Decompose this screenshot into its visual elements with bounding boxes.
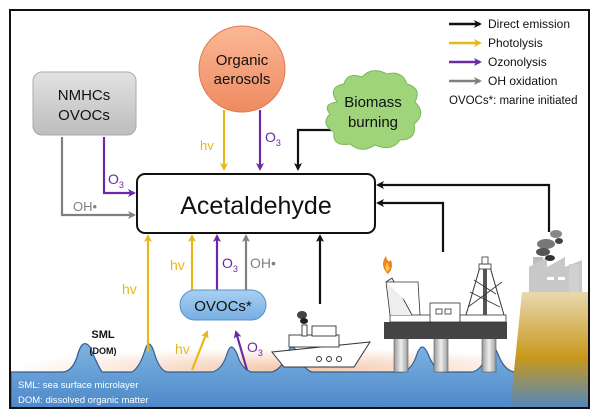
land: [510, 292, 588, 407]
legend-label: Photolysis: [488, 36, 543, 50]
organic-aerosols-node: Organic aerosols: [198, 25, 286, 113]
o3-label: O3: [108, 171, 124, 190]
o3-label: O3: [265, 129, 281, 148]
legend-item: OH oxidation: [449, 74, 557, 88]
nmhcs-label: NMHCs: [58, 87, 111, 104]
arrow-nmhcs-oh: [60, 137, 136, 219]
sea-waves: [11, 343, 523, 407]
sml-label: SML: [91, 329, 115, 341]
footnote-sml: SML: sea surface microlayer: [18, 380, 138, 391]
arrow-platform-direct: [376, 199, 445, 252]
legend-item: Direct emission: [449, 17, 570, 31]
legend-label: OH oxidation: [488, 74, 557, 88]
biomass-label: Biomass: [344, 94, 402, 111]
oh-oxidation-arrows: [60, 137, 250, 290]
oil-platform-icon: [383, 256, 507, 373]
ovocs-label: OVOCs: [58, 107, 110, 124]
hv-label: hv: [122, 281, 137, 297]
legend-label: Ozonolysis: [488, 55, 547, 69]
footnote-dom: DOM: dissolved organic matter: [18, 395, 148, 406]
hv-label: hv: [175, 341, 190, 357]
legend-note: OVOCs*: marine initiated: [449, 95, 577, 107]
o3-label: O3: [222, 255, 238, 274]
marine-ovocs-label: OVOCs*: [194, 298, 252, 315]
ozonolysis-arrows: [102, 110, 264, 371]
smoke-icon: [537, 239, 555, 249]
legend-label: Direct emission: [488, 17, 570, 31]
oh-label: OH•: [250, 255, 276, 271]
legend-item: Ozonolysis: [449, 55, 547, 69]
acetaldehyde-label: Acetaldehyde: [180, 192, 332, 220]
marine-ovocs-node: OVOCs*: [179, 289, 267, 321]
hv-label: hv: [200, 138, 214, 153]
legend-item: Photolysis: [449, 36, 543, 50]
arrow-factory-direct: [376, 181, 551, 232]
aerosols-label: aerosols: [214, 71, 271, 88]
arrow-labels: hv O3 O3 OH• hv hv O3 OH• hv O3: [73, 129, 281, 358]
ship-icon: [271, 311, 371, 368]
arrow-sml-to-ovocs-photolysis: [190, 330, 209, 371]
acetaldehyde-node: Acetaldehyde: [136, 173, 376, 234]
platform-deck: [384, 322, 507, 339]
burning-label: burning: [348, 114, 398, 131]
oh-label: OH•: [73, 199, 98, 214]
hv-label: hv: [170, 257, 185, 273]
arrow-sml-to-ovocs-ozonolysis: [233, 330, 249, 371]
dom-label: (DOM): [90, 346, 117, 356]
biomass-burning-node: Biomass burning: [325, 70, 422, 150]
arrow-nmhcs-ozonolysis: [102, 137, 136, 197]
photolysis-arrows: [144, 110, 228, 371]
factory-icon: [529, 230, 582, 292]
organic-label: Organic: [216, 52, 269, 69]
nmhcs-ovocs-node: NMHCs OVOCs: [32, 71, 137, 136]
o3-label: O3: [247, 339, 263, 358]
